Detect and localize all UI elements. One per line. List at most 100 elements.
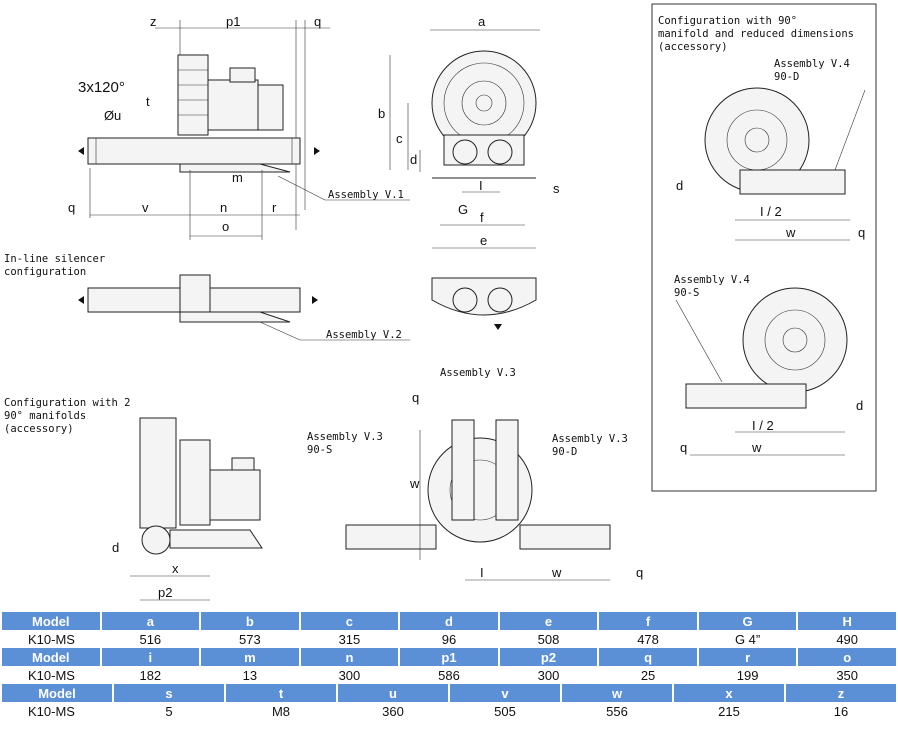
- table-header-cell: b: [201, 612, 299, 630]
- dim-x: x: [172, 561, 179, 576]
- config-2-manifolds-view: Configuration with 2 90° manifolds (acce…: [4, 397, 263, 601]
- table-header-cell: o: [798, 648, 896, 666]
- front-view: a b c d s I G f e: [378, 14, 560, 249]
- table-cell: 573: [239, 631, 261, 647]
- table-header-cell: H: [798, 612, 896, 630]
- dim-q-box2: q: [680, 440, 687, 455]
- config-90-line2: manifold and reduced dimensions: [658, 28, 854, 40]
- table-cell: 315: [338, 631, 361, 647]
- dim-w-v3: w: [409, 476, 420, 491]
- inline-silencer-view: In-line silencer configuration Assembly …: [4, 253, 537, 341]
- dim-p1: p1: [226, 14, 240, 29]
- table-cell-model: K10-MS: [28, 667, 75, 683]
- dim-w-box1: w: [785, 225, 796, 240]
- table-header-cell: Model: [2, 612, 100, 630]
- dim-f: f: [480, 210, 484, 225]
- table-header-cell: v: [450, 684, 560, 702]
- dim-b: b: [378, 106, 385, 121]
- table-header-cell: w: [562, 684, 672, 702]
- inline-silencer-line2: configuration: [4, 266, 86, 278]
- table-cell: 490: [836, 631, 859, 647]
- dim-q-v3: q: [412, 390, 419, 405]
- table-header-cell: s: [114, 684, 224, 702]
- table-cell: 350: [836, 667, 859, 683]
- dim-u-label: u: [114, 108, 121, 123]
- table-header-cell: u: [338, 684, 448, 702]
- dim-v: v: [142, 200, 149, 215]
- table-header-cell: c: [300, 612, 399, 630]
- dim-m: m: [232, 170, 243, 185]
- table-header-cell: p1: [400, 648, 498, 666]
- config-2-line3: (accessory): [4, 423, 74, 435]
- table-header-row: Model i m n p1 p2 q r o: [2, 648, 896, 666]
- dim-o: o: [222, 219, 229, 234]
- assembly-v3-90d-line2: 90-D: [552, 446, 577, 458]
- dim-u: Ø: [104, 108, 114, 123]
- dim-z: z: [150, 14, 157, 29]
- table-header-cell: f: [599, 612, 697, 630]
- table-cell: 25: [640, 667, 656, 683]
- table-cell-model: K10-MS: [28, 703, 75, 719]
- config-90-line3: (accessory): [658, 41, 728, 53]
- assembly-v4-90s-line1: Assembly V.4: [674, 274, 750, 286]
- spec-table-1: Model a b c d e f G H K10-MS 516 573 315…: [0, 612, 898, 648]
- table-cell: 556: [606, 703, 628, 719]
- table-header-cell: z: [786, 684, 896, 702]
- dim-d: d: [410, 152, 417, 167]
- assembly-v4-90s-line2: 90-S: [674, 287, 699, 299]
- table-header-cell: t: [226, 684, 336, 702]
- dim-n: n: [220, 200, 227, 215]
- table-header-cell: G: [698, 612, 797, 630]
- spec-table-3: Model s t u v w x z K10-MS 5 M8 360 505 …: [0, 684, 898, 720]
- dim-G: G: [458, 202, 468, 217]
- dim-d-box1: d: [676, 178, 683, 193]
- dim-r: r: [272, 200, 277, 215]
- table-header-cell: n: [300, 648, 399, 666]
- dim-I-v3: I: [480, 565, 484, 580]
- assembly-v3-label: Assembly V.3: [440, 367, 516, 379]
- table-cell: 199: [736, 667, 759, 683]
- table-cell: 182: [139, 667, 162, 683]
- table-header-cell: m: [201, 648, 299, 666]
- table-header-cell: e: [499, 612, 598, 630]
- table-cell: 508: [537, 631, 560, 647]
- table-header-cell: q: [599, 648, 697, 666]
- dim-I2-box1: I / 2: [760, 204, 782, 219]
- config-2-line2: 90° manifolds: [4, 410, 86, 422]
- table-cell: 300: [537, 667, 560, 683]
- assembly-v3-90d-line1: Assembly V.3: [552, 433, 628, 445]
- dim-s: s: [553, 181, 560, 196]
- assembly-v3-90s-line1: Assembly V.3: [307, 431, 383, 443]
- assembly-v2-label: Assembly V.2: [326, 329, 402, 341]
- dim-q-top: q: [314, 14, 321, 29]
- table-cell: 516: [139, 631, 162, 647]
- inline-silencer-line1: In-line silencer: [4, 253, 105, 265]
- table-header-cell: x: [674, 684, 784, 702]
- table-header-cell: a: [101, 612, 200, 630]
- table-cell: 13: [242, 667, 258, 683]
- assembly-v1-label: Assembly V.1: [328, 189, 404, 201]
- table-cell: 5: [165, 703, 173, 719]
- dim-d-box2: d: [856, 398, 863, 413]
- dim-w2-v3: w: [551, 565, 562, 580]
- technical-drawing: z p1 q q v n m r o 3x120° t Ø u Assembly…: [4, 3, 877, 601]
- dim-p2: p2: [158, 585, 172, 600]
- table-cell: M8: [271, 703, 291, 719]
- dim-e: e: [480, 233, 487, 248]
- table-header-cell: p2: [499, 648, 598, 666]
- table-header-cell: Model: [2, 648, 100, 666]
- assembly-v3-90s-line2: 90-S: [307, 444, 332, 456]
- table-cell: 215: [718, 703, 740, 719]
- config-90-line1: Configuration with 90°: [658, 15, 797, 27]
- table-cell-model: K10-MS: [28, 631, 75, 647]
- table-header-row: Model s t u v w x z: [2, 684, 896, 702]
- table-row: K10-MS 182 13 300 586 300 25 199 350: [2, 666, 896, 684]
- assembly-v4-90d-line1: Assembly V.4: [774, 58, 850, 70]
- table-cell: 360: [382, 703, 404, 719]
- dim-q-box1: q: [858, 225, 865, 240]
- table-header-row: Model a b c d e f G H: [2, 612, 896, 630]
- dim-I2-box2: I / 2: [752, 418, 774, 433]
- assembly-v3-view: Assembly V.3 q Assembly V.3 90-S Assembl…: [307, 367, 643, 581]
- table-header-cell: d: [400, 612, 498, 630]
- table-cell: 16: [833, 703, 849, 719]
